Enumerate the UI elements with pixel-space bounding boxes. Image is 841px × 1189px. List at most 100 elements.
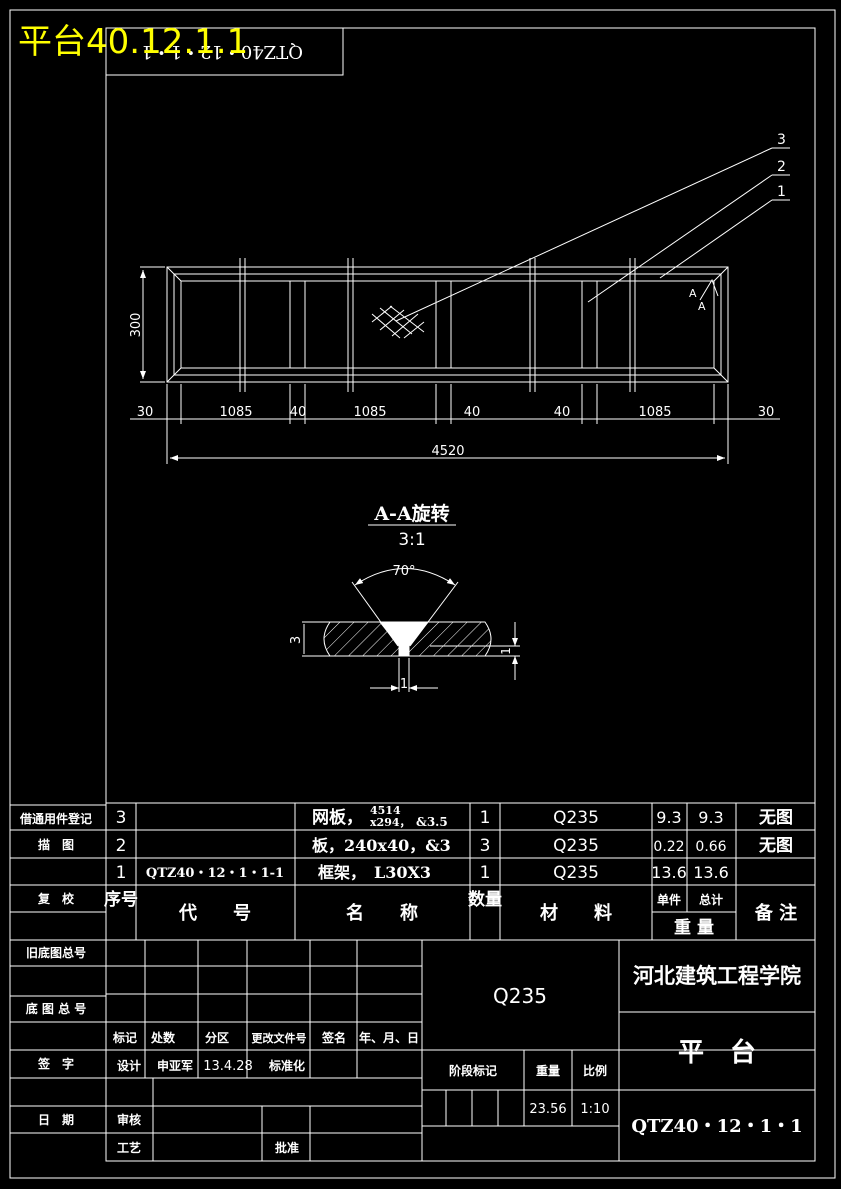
- scale-value: 1:10: [580, 1102, 609, 1117]
- dim-6: 1085: [638, 405, 671, 420]
- left-column-labels: 借通用件登记 描 图 复 校 旧底图总号 底 图 总 号 签 字 日 期: [19, 811, 92, 1127]
- designer-name: 申亚军: [157, 1058, 193, 1073]
- row-1-unit-weight: 13.6: [651, 863, 687, 882]
- section-view-labels: A-A旋转 3:1 70° 3 1 1: [289, 502, 513, 692]
- row-1-code: QTZ40・12・1・1-1: [146, 866, 284, 881]
- row-1-qty: 1: [480, 863, 491, 883]
- row-1-no: 1: [116, 863, 127, 883]
- row-1-total-weight: 13.6: [693, 863, 729, 882]
- section-title: A-A旋转: [373, 502, 449, 525]
- school-name: 河北建筑工程学院: [633, 963, 801, 988]
- design-label: 设计: [117, 1058, 141, 1073]
- header-total-weight: 总计: [699, 892, 723, 907]
- dim-5: 40: [554, 405, 571, 420]
- dim-0: 30: [137, 405, 154, 420]
- section-view: [302, 524, 520, 692]
- drawing-name: 平 台: [678, 1037, 756, 1068]
- row-3-unit-weight: 9.3: [656, 808, 681, 827]
- row-3-name-tail: &3.5: [416, 815, 448, 829]
- row-2-total-weight: 0.66: [695, 839, 726, 855]
- parts-table-grid: [106, 802, 815, 941]
- weight-label: 重量: [536, 1063, 560, 1078]
- height-dim: 300: [129, 313, 144, 338]
- row-3-material: Q235: [553, 808, 599, 828]
- row-1-name: 框架， L30X3: [318, 863, 431, 882]
- row-3-remark: 无图: [758, 808, 793, 828]
- row-3-name-sup: 4514: [370, 804, 401, 817]
- rev-doc: 更改文件号: [252, 1031, 307, 1045]
- title-block-text: Q235 河北建筑工程学院 平 台 QTZ40・12・1・1 标记 处数 分区 …: [112, 963, 803, 1155]
- rev-date: 年、月、日: [359, 1030, 419, 1045]
- weight-value: 23.56: [529, 1102, 566, 1117]
- header-qty: 数量: [468, 889, 502, 910]
- left-column: [10, 829, 106, 1134]
- header-unit-weight: 单件: [657, 892, 681, 907]
- overlay-title: 平台40.12.1.1: [18, 22, 249, 62]
- process-label: 工艺: [117, 1140, 141, 1155]
- standard-label: 标准化: [268, 1058, 305, 1073]
- review-label: 审核: [117, 1112, 141, 1127]
- dim-4: 40: [464, 405, 481, 420]
- row-2-material: Q235: [553, 836, 599, 856]
- row-3-no: 3: [116, 808, 127, 828]
- dim-2: 40: [290, 405, 307, 420]
- row-2-name: 板，240x40，&3: [312, 836, 451, 855]
- callout-1: 1: [777, 184, 786, 200]
- left-label-1: 描 图: [38, 837, 74, 852]
- small-dim: 1: [499, 647, 513, 655]
- parts-table-rows: 3 网板， 4514 x294， &3.5 1 Q235 9.3 9.3 无图 …: [104, 804, 797, 938]
- row-3-name-sub: x294，: [370, 816, 411, 829]
- header-weight: 重 量: [674, 917, 714, 938]
- dim-1: 1085: [219, 405, 252, 420]
- callout-3: 3: [777, 132, 786, 148]
- header-name: 名 称: [346, 902, 418, 924]
- left-label-3: 旧底图总号: [26, 945, 86, 960]
- row-3-qty: 1: [480, 808, 491, 828]
- callout-2: 2: [777, 159, 786, 175]
- row-2-unit-weight: 0.22: [653, 839, 684, 855]
- code-box-text: QTZ40・12・1・1: [141, 41, 303, 62]
- left-label-4: 底 图 总 号: [26, 1001, 87, 1016]
- section-scale: 3:1: [398, 530, 425, 550]
- width-dim: 1: [400, 677, 408, 692]
- title-block-grid: [106, 940, 815, 1161]
- rev-mark: 标记: [112, 1030, 137, 1045]
- rev-zone: 分区: [205, 1030, 229, 1045]
- row-3-name: 网板，: [312, 807, 363, 828]
- table-row: 2 板，240x40，&3 3 Q235 0.22 0.66 无图: [116, 836, 793, 856]
- revision-header: 标记 处数 分区 更改文件号 签名 年、月、日 设计 申亚军 标准化 审核 工艺…: [112, 1030, 607, 1155]
- row-2-remark: 无图: [758, 836, 793, 856]
- row-1-material: Q235: [553, 863, 599, 883]
- table-header: 序号 代 号 名 称 数量 材 料 单件 总计 重 量 备 注: [104, 889, 797, 938]
- angle-dim: 70°: [392, 564, 415, 579]
- left-label-6: 日 期: [38, 1112, 74, 1127]
- section-mark-a1: A: [689, 287, 697, 300]
- material-text: Q235: [493, 984, 547, 1008]
- stage-label: 阶段标记: [449, 1063, 497, 1078]
- header-no-1: 序号: [104, 889, 138, 910]
- header-material: 材 料: [540, 902, 612, 924]
- dim-7: 30: [758, 405, 775, 420]
- plan-view: [130, 147, 790, 464]
- left-label-5: 签 字: [37, 1056, 74, 1071]
- row-2-qty: 3: [480, 836, 491, 856]
- rev-sign: 签名: [321, 1030, 346, 1045]
- rev-count: 处数: [150, 1030, 176, 1045]
- total-dim: 4520: [431, 444, 464, 459]
- section-mark-a2: A: [698, 300, 706, 313]
- drawing-code: QTZ40・12・1・1: [631, 1116, 802, 1137]
- header-code: 代 号: [178, 903, 251, 924]
- header-remark: 备 注: [754, 902, 797, 924]
- dim-3: 1085: [353, 405, 386, 420]
- table-row: 1 QTZ40・12・1・1-1 框架， L30X3 1 Q235 13.6 1…: [116, 863, 729, 883]
- design-date: 13.4.28: [203, 1059, 253, 1074]
- left-label-2: 复 校: [37, 891, 75, 906]
- row-3-total-weight: 9.3: [698, 808, 723, 827]
- drawing-border: [9, 9, 836, 1179]
- depth-dim: 3: [289, 636, 304, 644]
- left-label-0: 借通用件登记: [19, 811, 92, 826]
- row-2-no: 2: [116, 836, 127, 856]
- table-row: 3 网板， 4514 x294， &3.5 1 Q235 9.3 9.3 无图: [116, 804, 793, 829]
- plan-view-labels: 3 2 1 A A 300 30 1085 40 1085 40 40 1085…: [129, 132, 786, 459]
